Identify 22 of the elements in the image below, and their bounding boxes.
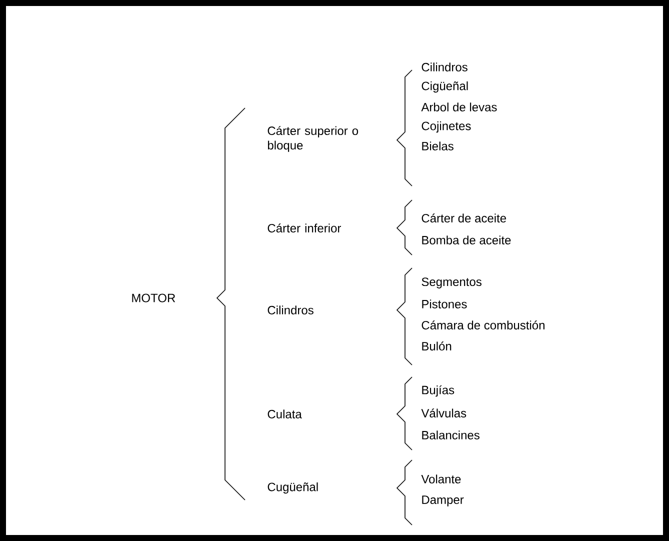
part-label: Cárter superior o bloque <box>268 126 358 152</box>
part-label: Cárter inferior <box>268 224 341 232</box>
component-label: Damper <box>422 496 464 506</box>
component-label: Bujías <box>422 385 454 397</box>
component-label: Cilindros <box>422 62 468 72</box>
component-label: Pistones <box>422 300 467 308</box>
component-label: Cárter de aceite <box>422 214 506 222</box>
root-label: MOTOR <box>132 294 176 302</box>
component-label: Cámara de combustión <box>422 320 544 330</box>
component-label: Cigüeñal <box>422 81 468 93</box>
part-label: Cilindros <box>268 306 314 314</box>
part-label: Cugüeñal <box>268 482 318 494</box>
component-label: Bielas <box>422 142 454 150</box>
component-label: Segmentos <box>422 278 482 288</box>
component-label: Válvulas <box>421 408 466 418</box>
component-label: Arbol de levas <box>421 102 497 112</box>
component-label: Bulón <box>422 342 452 350</box>
component-label: Bomba de aceite <box>422 236 511 244</box>
part-label: Culata <box>268 410 302 418</box>
component-label: Balancines <box>422 430 480 440</box>
component-label: Volante <box>421 474 461 484</box>
component-label: Cojinetes <box>422 121 471 133</box>
